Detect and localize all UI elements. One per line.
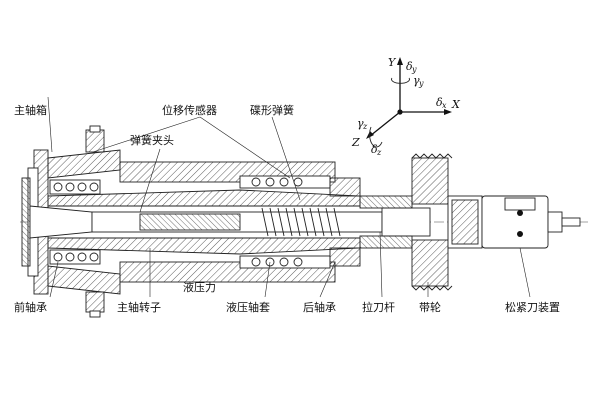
delta-y-label: δ [406,60,413,73]
z-axis-label: Z [351,136,360,149]
label-hydraulic-sleeve: 液压轴套 [226,300,270,314]
rear-sleeve-top [359,195,413,209]
tool-taper [29,205,93,239]
delta-z-label: δ [371,143,378,156]
gamma-z-sub: z [362,122,368,131]
tool-release-bolt-top [517,210,523,216]
front-bearing-top [49,179,101,195]
part-labels: 主轴箱 位移传感器 碟形弹簧 弹簧夹头 液压力 前轴承 主轴转子 液压轴套 后轴… [14,103,560,314]
front-cap [21,177,31,267]
gamma-y-label: γ [413,74,420,87]
label-tool-release: 松紧刀装置 [505,300,560,314]
label-pulley: 带轮 [419,300,441,314]
spring-chuck-body [139,213,241,231]
pulley-top [411,157,449,205]
disc-spring-stack [261,207,341,237]
delta-z-sub: z [376,148,382,157]
coordinate-system: Y δ y γ y δ x X γ z Z δ z [351,56,461,157]
spindle-assembly [20,125,590,318]
tool-release-shaft [561,217,581,227]
draw-bar-rear [381,207,431,237]
label-spindle-box: 主轴箱 [14,103,47,117]
rear-bearing-top [329,177,361,197]
pulley-teeth-bottom [411,285,453,291]
delta-x-label: δ [436,96,443,109]
y-axis-label: Y [388,56,397,69]
label-displacement-sensor: 位移传感器 [162,103,217,117]
origin-dot [397,109,403,115]
delta-y-sub: y [411,65,417,74]
label-hydraulic-force: 液压力 [183,280,216,294]
x-axis-arrow [444,109,452,115]
label-rear-bearing: 后轴承 [303,300,336,314]
rear-housing-inner [451,199,479,245]
tool-release-cap [504,197,536,211]
y-rotation-arc [391,77,410,84]
housing-front-bottom [47,265,121,295]
tool-release-stub [547,211,563,233]
z-rotation-arc [369,126,383,148]
label-draw-bar: 拉刀杆 [362,300,395,314]
pulley-teeth-top [411,153,453,159]
front-bearing-bottom [49,249,101,265]
bottom-fitting-cap [89,310,101,318]
rear-sleeve-bottom [359,235,413,249]
housing-front-top [47,149,121,179]
delta-x-sub: x [442,101,447,110]
label-front-bearing: 前轴承 [14,300,47,314]
top-fitting-cap [89,125,101,133]
z-axis-line [369,111,401,137]
label-spring-chuck: 弹簧夹头 [130,133,174,147]
top-fitting [85,129,105,153]
label-spindle-rotor: 主轴转子 [117,300,161,314]
x-axis-label: X [451,98,461,111]
gamma-y-sub: y [418,79,424,88]
leader-lines [47,96,531,298]
tool-release-bolt-bottom [517,231,523,237]
pulley-bottom [411,239,449,287]
gamma-z-label: γ [357,117,364,130]
y-axis-arrow [397,57,403,65]
bottom-fitting [85,291,105,313]
label-disc-spring: 碟形弹簧 [250,103,294,117]
